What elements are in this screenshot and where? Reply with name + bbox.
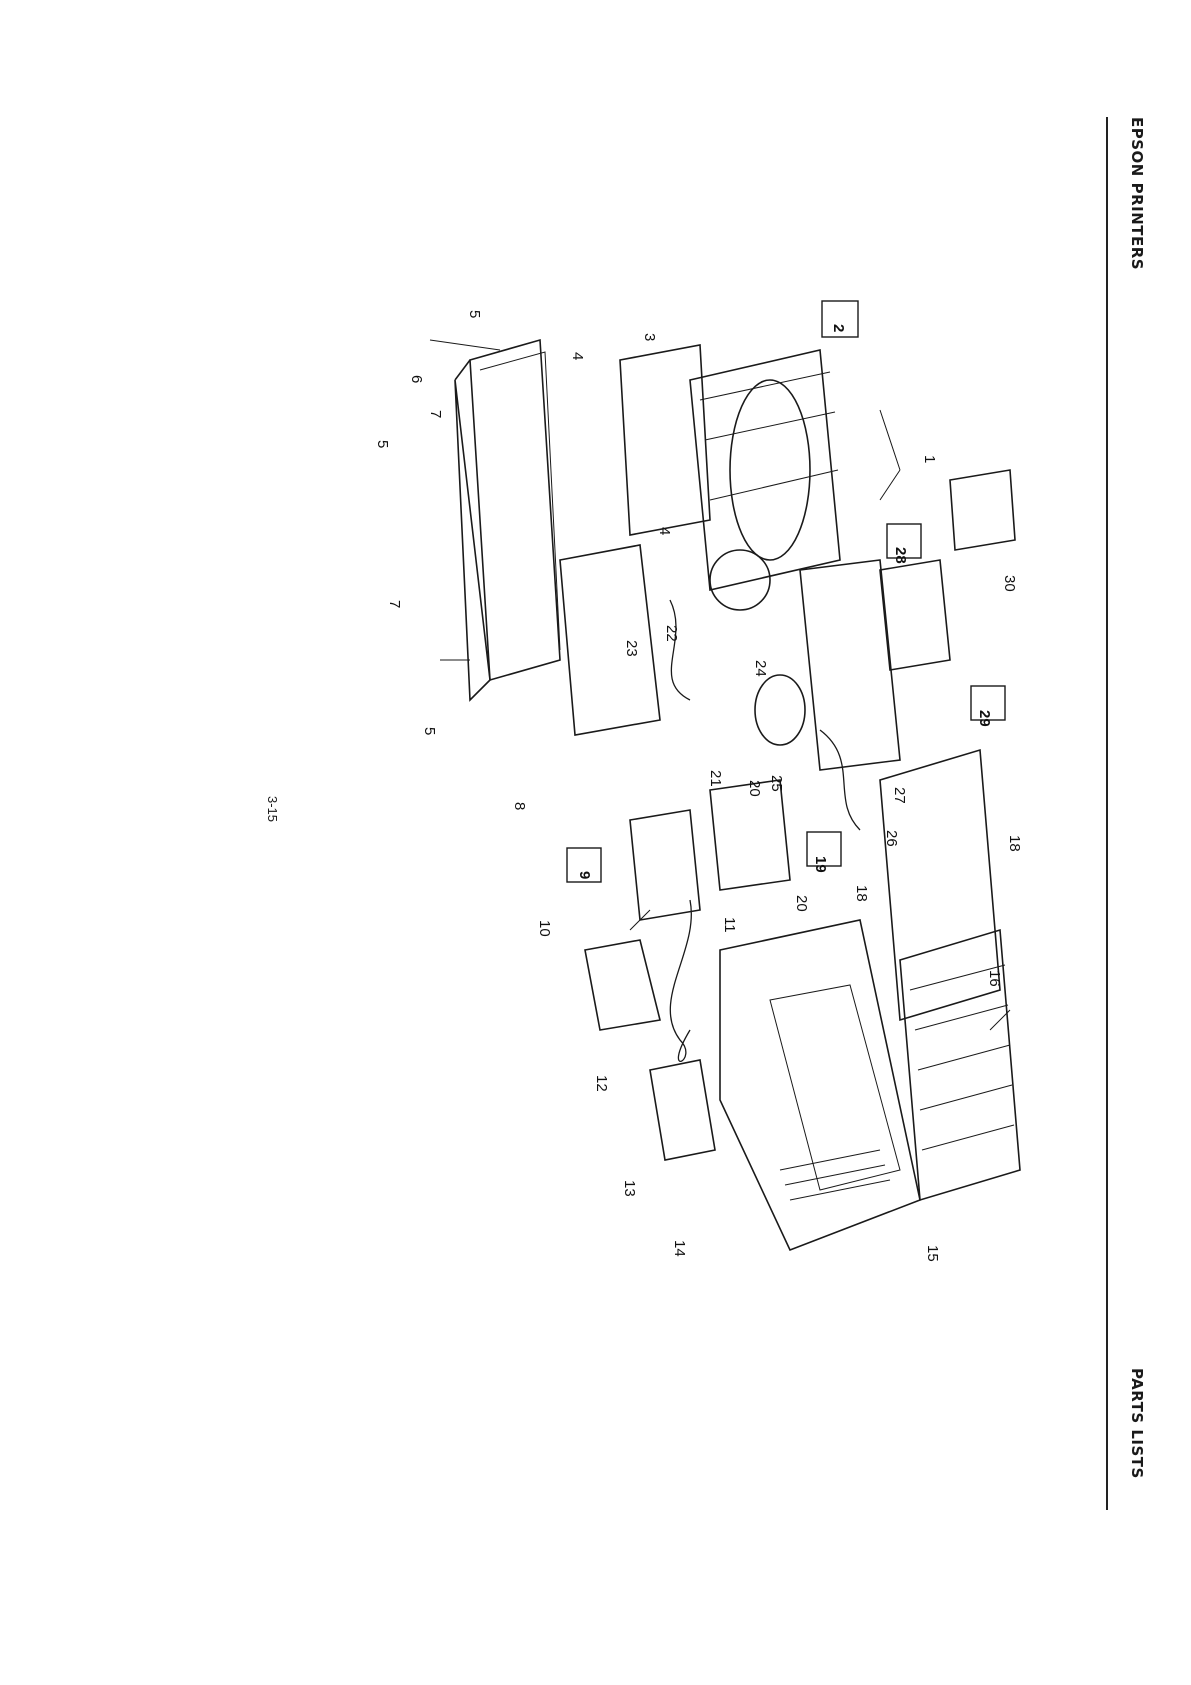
callout-5b: 5: [374, 440, 391, 448]
diagram-linework: [430, 340, 1020, 1250]
callout-23: 23: [623, 640, 640, 657]
callout-8: 8: [511, 802, 528, 810]
callout-2: 2: [830, 324, 847, 332]
callout-27: 27: [891, 787, 908, 804]
callout-30: 30: [1001, 575, 1018, 592]
callout-26: 26: [883, 830, 900, 847]
filter-board-shape: [630, 810, 700, 920]
callout-28: 28: [892, 547, 909, 564]
callout-10: 10: [536, 920, 553, 937]
callout-4a: 4: [569, 352, 586, 360]
callout-21: 21: [707, 770, 724, 787]
callout-5c: 5: [421, 727, 438, 735]
callout-6: 6: [408, 375, 425, 383]
callout-7b: 7: [386, 600, 403, 608]
callout-29: 29: [976, 710, 993, 727]
callout-12: 12: [593, 1075, 610, 1092]
callout-18b: 18: [853, 885, 870, 902]
main-board-shape: [800, 560, 900, 770]
callout-labels: 1 2 3 4 4 5 5 5 6 7 7 8 9 10 11 12 13 14…: [374, 310, 1023, 1262]
callout-22: 22: [663, 625, 680, 642]
callout-1: 1: [921, 455, 938, 463]
callout-11: 11: [721, 917, 738, 933]
callout-24: 24: [752, 660, 769, 677]
callout-20b: 20: [793, 895, 810, 912]
callout-20a: 20: [746, 780, 763, 797]
callout-13: 13: [621, 1180, 638, 1197]
upper-case-shape: [720, 920, 920, 1250]
callout-16: 16: [986, 970, 1003, 987]
callout-9: 9: [576, 871, 593, 879]
callout-3: 3: [641, 333, 658, 341]
callout-5a: 5: [466, 310, 483, 318]
callout-15: 15: [924, 1245, 941, 1262]
callout-19: 19: [812, 856, 829, 873]
callout-4b: 4: [656, 527, 673, 535]
interface-board-shape: [880, 560, 950, 670]
callout-7a: 7: [427, 410, 444, 418]
callout-18a: 18: [1006, 835, 1023, 852]
callout-14: 14: [671, 1240, 688, 1257]
option-board-shape: [950, 470, 1015, 550]
callout-25: 25: [768, 775, 785, 792]
